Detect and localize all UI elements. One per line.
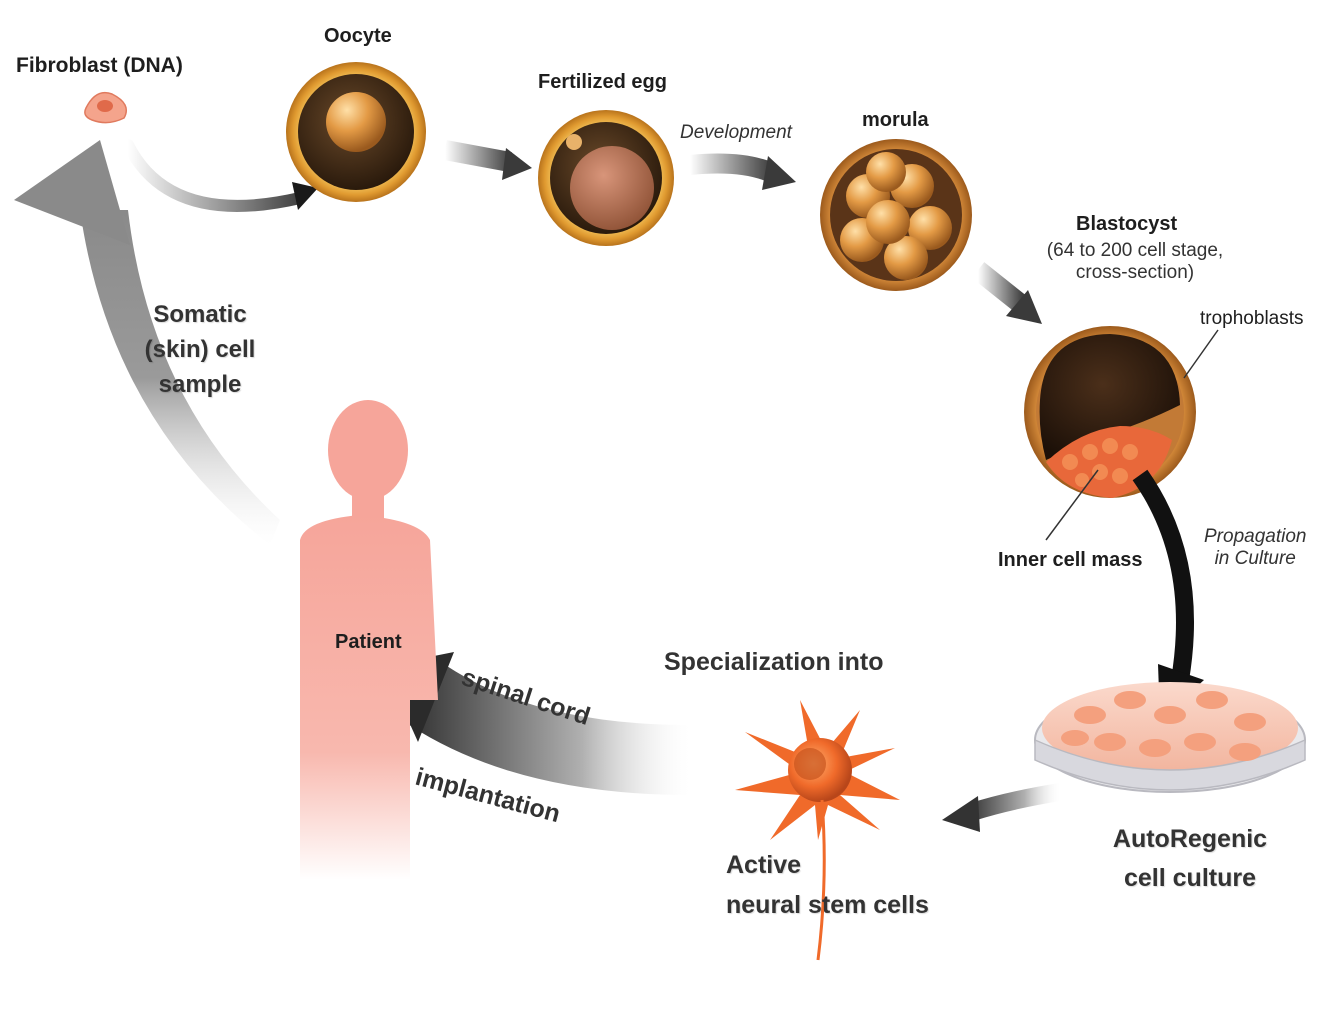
arrow-fibroblast-to-oocyte [122, 139, 306, 212]
arrowhead-to-oocyte [292, 182, 318, 210]
label-trophoblasts: trophoblasts [1200, 308, 1304, 329]
trophoblasts-pointer [1183, 329, 1219, 379]
label-inner-cell-mass: Inner cell mass [998, 549, 1143, 571]
arrow-implantation [399, 660, 691, 795]
arrowhead-to-neuron [942, 796, 980, 832]
label-fertilized-egg: Fertilized egg [538, 71, 667, 93]
oocyte-icon [286, 62, 426, 202]
arrowhead-to-blastocyst [1006, 290, 1042, 324]
inner-cell-mass-pointer [1045, 469, 1099, 541]
label-blastocyst: Blastocyst [1076, 213, 1177, 235]
morula-icon [820, 139, 972, 291]
fibroblast-cell-icon [84, 91, 127, 124]
label-neural-stem-cells: Active neural stem cells [726, 851, 929, 919]
arrowhead-to-morula [762, 156, 796, 190]
arrow-dish-to-neuron [969, 783, 1062, 821]
label-culture: AutoRegenic cell culture [1112, 825, 1268, 892]
label-oocyte: Oocyte [324, 25, 392, 47]
petri-dish-icon [1034, 682, 1306, 793]
arrow-propagation [1132, 469, 1194, 682]
label-specialization: Specialization into [664, 648, 883, 676]
arrow-morula-to-blastocyst [971, 262, 1029, 313]
neural-stem-cell-icon [735, 700, 900, 961]
label-blastocyst-detail: (64 to 200 cell stage, cross-section) [1046, 240, 1224, 283]
label-patient: Patient [335, 631, 402, 653]
patient-silhouette-icon [300, 400, 438, 880]
arrow-somatic-sample [80, 210, 280, 545]
blastocyst-icon [1024, 326, 1196, 498]
label-propagation: Propagation in Culture [1204, 526, 1307, 569]
label-development: Development [680, 122, 793, 143]
arrowhead-to-egg [502, 148, 532, 180]
arrowhead-to-fibroblast [14, 140, 130, 245]
label-morula: morula [862, 109, 930, 131]
arrow-oocyte-to-egg [443, 140, 512, 172]
label-fibroblast: Fibroblast (DNA) [16, 54, 183, 77]
arrow-egg-to-morula [689, 153, 774, 182]
fertilized-egg-icon [538, 110, 674, 246]
label-somatic: Somatic (skin) cell sample [144, 301, 256, 398]
